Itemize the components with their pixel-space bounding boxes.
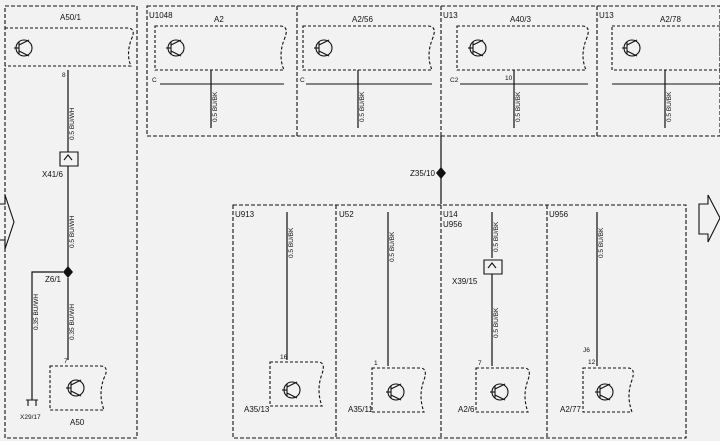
a2-77-pin-j6: J6 xyxy=(583,347,590,354)
a35-13-label: A35/13 xyxy=(244,405,270,414)
group-u956: U956 xyxy=(443,220,463,229)
a2-pin-c: C xyxy=(152,77,157,84)
wire-label-a50: 0.35 BU/WH xyxy=(69,304,76,340)
group-u52: U52 xyxy=(339,210,354,219)
transistor-icon xyxy=(468,39,487,57)
a2-label: A2 xyxy=(214,15,224,24)
wire-label-a2-77: 0.5 BU/BK xyxy=(598,227,605,258)
a2-56-label: A2/56 xyxy=(352,15,373,24)
transistor-icon xyxy=(490,383,509,401)
transistor-icon xyxy=(66,379,85,397)
wire-label-ground: 0.35 BU/WH xyxy=(33,294,40,330)
a50-module xyxy=(49,365,107,411)
a35-11-module xyxy=(371,367,426,413)
a40-3-pin-c2: C2 xyxy=(450,77,459,84)
group-u14: U14 xyxy=(443,210,458,219)
top-group-frame xyxy=(146,5,720,137)
a35-11-label: A35/11 xyxy=(348,405,373,414)
a2-module xyxy=(154,25,287,71)
a2-56-pin-c: C xyxy=(300,77,305,84)
splice-node-z6-1 xyxy=(63,266,73,278)
group-u13-a: U13 xyxy=(443,11,458,20)
transistor-icon xyxy=(622,39,641,57)
group-u956-b: U956 xyxy=(549,210,569,219)
a40-3-pin-10: 10 xyxy=(505,75,513,82)
connector-x39-15 xyxy=(483,259,503,275)
wire-label-a35-11: 0.5 BU/BK xyxy=(389,231,396,262)
x39-15-label: X39/15 xyxy=(452,277,478,286)
wire-label-a2-6: 0.5 BU/BK xyxy=(493,307,500,338)
transistor-icon xyxy=(166,39,185,57)
wire-label-a50-1: 0.5 BU/WH xyxy=(69,107,76,140)
splice-node-z35-10 xyxy=(436,167,446,179)
transistor-icon xyxy=(14,39,33,57)
transistor-icon xyxy=(314,39,333,57)
a35-11-pin: 1 xyxy=(374,360,378,367)
group-u913: U913 xyxy=(235,210,255,219)
a40-3-module xyxy=(456,25,589,71)
wire-label-a2: 0.5 BU/BK xyxy=(212,91,219,122)
a2-78-module xyxy=(611,25,720,71)
x41-6-label: X41/6 xyxy=(42,170,63,179)
a2-78-label: A2/78 xyxy=(660,15,681,24)
wire-label-a2-56: 0.5 BU/BK xyxy=(359,91,366,122)
a2-56-module xyxy=(302,25,435,71)
a2-6-label: A2/6 xyxy=(458,405,475,414)
x29-17-label: X29/17 xyxy=(20,414,41,421)
a35-13-pin: 16 xyxy=(280,354,288,361)
arrow-left-icon[interactable] xyxy=(0,194,15,250)
connector-x41-6 xyxy=(59,151,79,167)
a2-77-label: A2/77 xyxy=(560,405,581,414)
a35-13-module xyxy=(269,361,324,407)
z35-10-label: Z35/10 xyxy=(410,169,435,178)
a40-3-label: A40/3 xyxy=(510,15,531,24)
arrow-right-icon[interactable] xyxy=(698,194,720,243)
z6-1-label: Z6/1 xyxy=(45,275,62,284)
a50-1-label: A50/1 xyxy=(60,13,81,22)
left-frame xyxy=(4,5,138,439)
a50-1-module xyxy=(5,27,134,67)
ground-icon xyxy=(26,399,38,406)
transistor-icon xyxy=(595,383,614,401)
a50-label: A50 xyxy=(70,418,85,427)
a2-6-module xyxy=(475,367,530,413)
bottom-group-frame xyxy=(232,204,687,439)
transistor-icon xyxy=(386,383,405,401)
wire-label-a2-78: 0.5 BU/BK xyxy=(666,91,673,122)
group-u1048: U1048 xyxy=(149,11,173,20)
group-u13-b: U13 xyxy=(599,11,614,20)
wire-label-a40-3: 0.5 BU/BK xyxy=(515,91,522,122)
wire-to-ground xyxy=(31,271,63,400)
a2-77-module xyxy=(582,367,634,413)
a50-pin: 7 xyxy=(64,358,68,365)
a2-6-pin: 7 xyxy=(478,360,482,367)
a2-77-pin-12: 12 xyxy=(588,359,596,366)
wire-label-x39-in: 0.5 BU/BK xyxy=(493,221,500,252)
transistor-icon xyxy=(282,381,301,399)
wire-label-x41-6: 0.5 BU/WH xyxy=(69,215,76,248)
wire-label-a35-13: 0.5 BU/BK xyxy=(288,227,295,258)
a50-1-pin: 8 xyxy=(62,72,66,79)
